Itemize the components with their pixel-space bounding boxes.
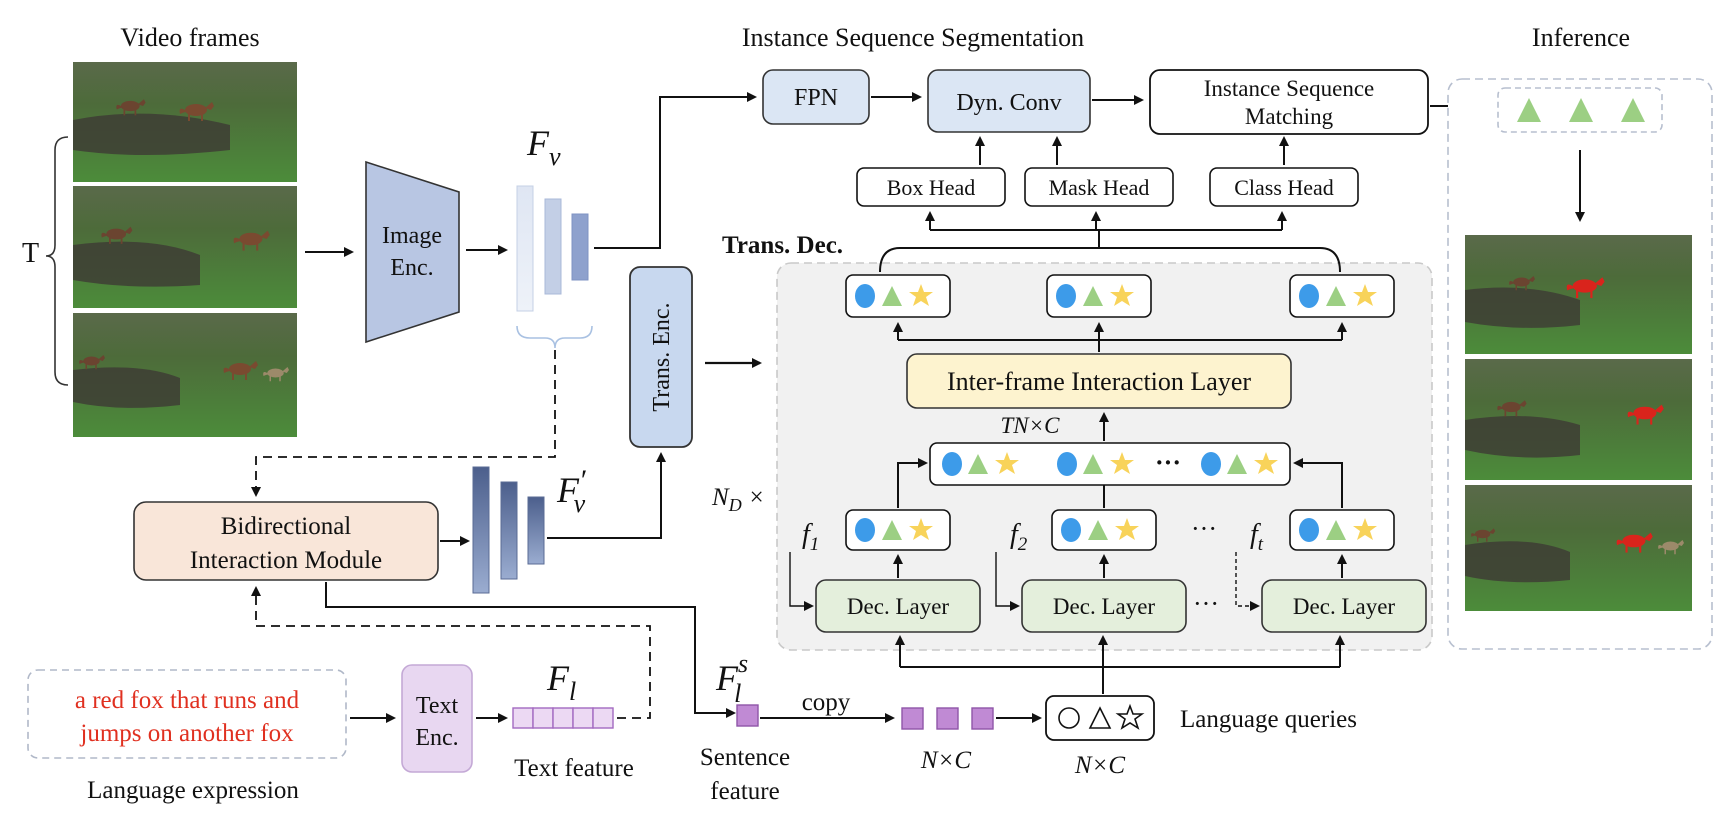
language-expression-text-2: jumps on another fox [79,720,294,747]
class-head-label: Class Head [1234,175,1334,200]
dec-layer-1: Dec. Layer [815,579,981,633]
fv-label: Fv [526,123,561,171]
fv-feature-maps [516,185,589,312]
inference-queries [1497,87,1663,133]
f2-label: f2 [1010,519,1028,555]
transformer-encoder: Trans. Enc. [629,266,693,448]
frame-queries-t [1289,509,1395,551]
query-circle-icon [1058,707,1080,729]
language-queries-caption: Language queries [1180,706,1357,733]
output-queries-1 [845,274,951,318]
t-label: T [22,238,39,269]
tnxc-label: TN×C [1001,413,1061,438]
sentence-feature-caption-2: feature [710,778,779,805]
text-encoder-label-1: Text [416,693,459,719]
dyn-conv-label: Dyn. Conv [956,90,1061,116]
bim-label-1: Bidirectional [221,513,352,540]
f-ellipsis: ··· [1191,514,1217,543]
svg-text:ft: ft [1250,519,1264,555]
mask-head: Mask Head [1024,167,1174,207]
svg-text:Fl: Fl [546,658,576,706]
inter-frame-label: Inter-frame Interaction Layer [947,367,1251,396]
f1-label: f1 [802,519,819,555]
text-feature-tokens [512,707,614,729]
nxc-label-1: N×C [920,747,972,774]
trans-dec-title: Trans. Dec. [722,232,843,259]
language-expression-box: a red fox that runs and jumps on another… [27,669,347,759]
fpn-label: FPN [794,85,838,111]
svg-text:f2: f2 [1010,519,1028,555]
dec-layer-t-label: Dec. Layer [1293,594,1395,619]
copy-label: copy [802,689,851,716]
dec-layer-1-label: Dec. Layer [847,594,949,619]
box-head-label: Box Head [887,175,976,200]
matching-label-2: Matching [1245,104,1334,129]
concatenated-queries [929,442,1291,486]
output-queries-t [1289,274,1395,318]
video-frame-2 [73,186,297,308]
language-expression-text-1: a red fox that runs and [75,687,300,714]
segmentation-title: Instance Sequence Segmentation [742,23,1084,52]
video-frame-3 [73,313,297,437]
ft-label: ft [1250,519,1264,555]
class-head: Class Head [1209,167,1359,207]
dec-ellipsis: ··· [1193,589,1219,618]
instance-sequence-matching-box: Instance Sequence Matching [1149,69,1429,135]
copied-sentence-tokens [901,707,994,730]
nxc-label-2: N×C [1074,752,1126,779]
svg-text:ND ×: ND × [711,484,765,515]
language-queries-box [1045,695,1155,741]
matching-label-1: Instance Sequence [1204,76,1375,101]
text-encoder: Text Enc. [401,664,473,773]
result-frame-2 [1465,359,1692,480]
dyn-conv-box: Dyn. Conv [927,69,1091,133]
image-encoder-label-2: Enc. [390,255,433,281]
result-frame-1 [1465,235,1692,354]
image-encoder: Image Enc. [365,160,460,344]
box-head: Box Head [856,167,1006,207]
fpn-box: FPN [762,69,870,125]
fv-prime-feature-maps [472,466,545,594]
output-queries-2 [1046,274,1152,318]
text-encoder-label-2: Enc. [415,725,458,751]
t-brace [45,136,69,386]
dec-layer-2-label: Dec. Layer [1053,594,1155,619]
language-expression-caption: Language expression [87,777,299,804]
query-triangle-icon [1088,706,1112,729]
sentence-feature-token [736,704,759,727]
svg-text:f1: f1 [802,519,819,555]
text-feature-caption: Text feature [514,755,634,782]
dec-layer-t: Dec. Layer [1261,579,1427,633]
inference-title: Inference [1532,23,1630,52]
query-star-icon [1115,703,1145,730]
sentence-feature-caption-1: Sentence [700,744,790,771]
concat-ellipsis: ··· [1155,448,1181,477]
image-encoder-label-1: Image [382,223,442,249]
dec-layer-2: Dec. Layer [1021,579,1187,633]
nd-times-label: ND × [711,484,765,515]
frame-queries-2 [1051,509,1157,551]
inter-frame-interaction-layer: Inter-frame Interaction Layer [906,353,1292,409]
bim-label-2: Interaction Module [190,547,382,574]
svg-text:Fv: Fv [526,123,561,171]
bidirectional-interaction-module: Bidirectional Interaction Module [133,501,439,581]
result-frame-3 [1465,485,1692,611]
fl-label: Fl [546,658,576,706]
mask-head-label: Mask Head [1049,175,1150,200]
frame-queries-1 [845,509,951,551]
fv-bracket [516,325,593,349]
video-frames-title: Video frames [120,23,259,52]
svg-text:F′v: F′v [556,464,586,518]
fv-prime-label: F′v [556,464,586,518]
svg-text:Fsl: Fsl [715,649,748,708]
transformer-encoder-label: Trans. Enc. [649,302,675,411]
video-frame-1 [73,62,297,182]
